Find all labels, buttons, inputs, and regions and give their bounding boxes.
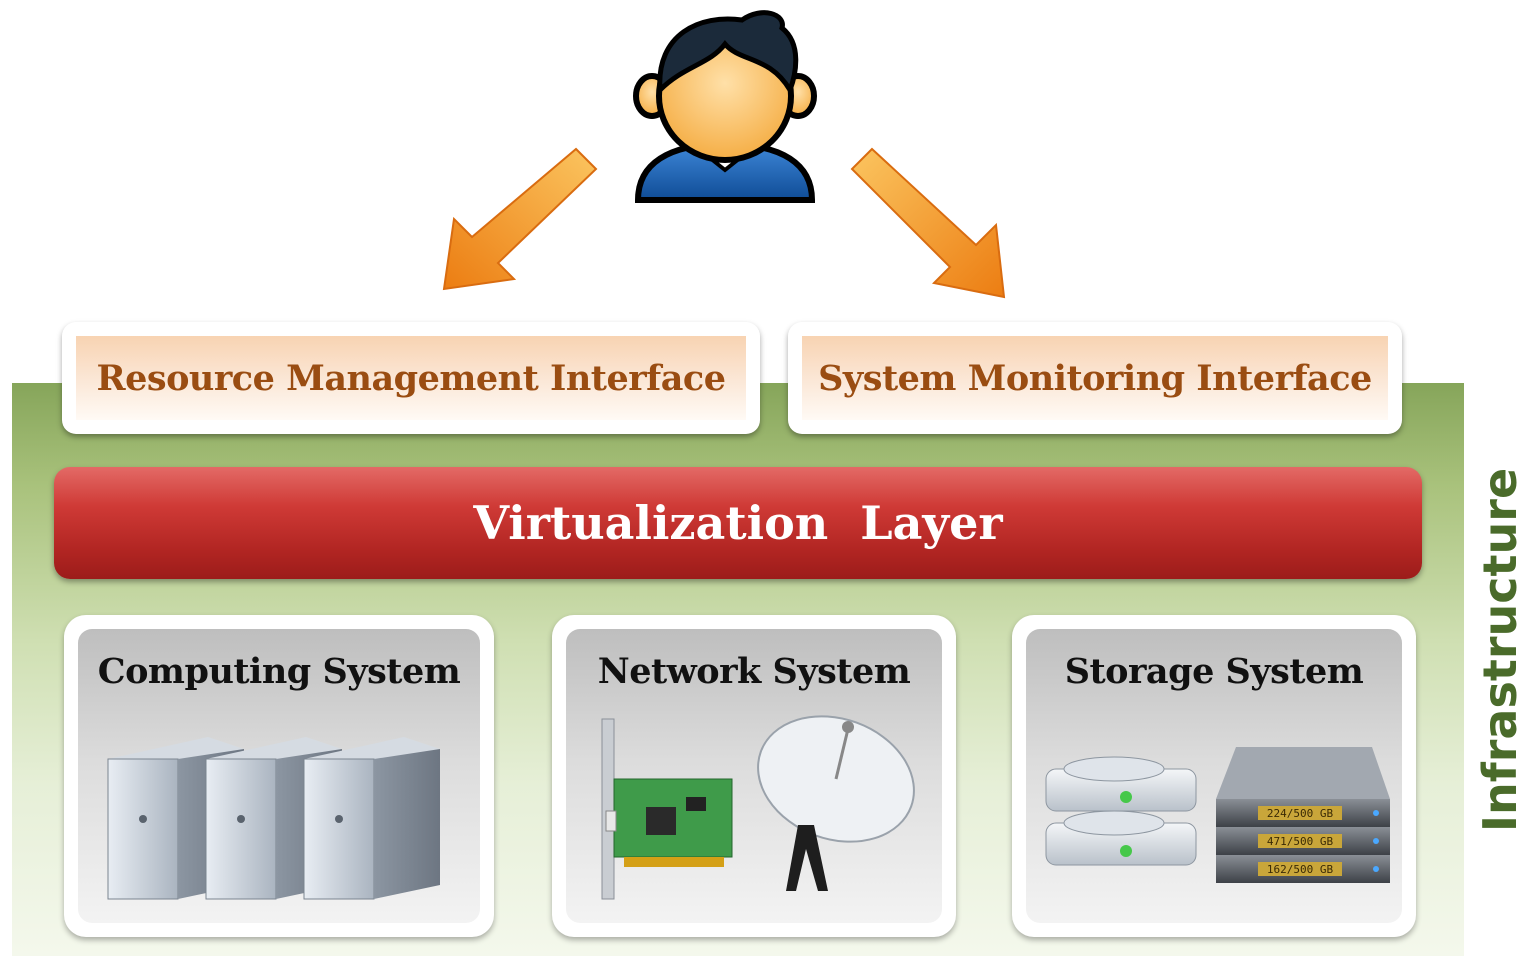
virtualization-layer: Virtualization Layer — [54, 467, 1422, 579]
network-system-label: Network System — [597, 651, 911, 692]
disk-readout: 224/500 GB — [1267, 807, 1334, 820]
disk-array-icon: 224/500 GB 471/500 GB 162/500 GB — [1216, 747, 1390, 883]
infrastructure-label: Infrastructure — [1473, 467, 1523, 833]
computing-system-label: Computing System — [97, 651, 461, 692]
arrow-down-left-icon — [442, 147, 598, 291]
storage-system-box: Storage System 22 — [1012, 615, 1416, 937]
storage-art: 224/500 GB 471/500 GB 162/500 GB — [1045, 747, 1390, 883]
computing-system-box: Computing System — [64, 615, 494, 937]
resource-management-label: Resource Management Interface — [96, 357, 726, 399]
server-tower-icon — [107, 737, 440, 900]
system-monitoring-interface: System Monitoring Interface — [788, 322, 1402, 434]
virtualization-layer-label: Virtualization Layer — [473, 496, 1003, 550]
satellite-dish-icon — [757, 715, 915, 891]
disk-readout: 162/500 GB — [1267, 863, 1334, 876]
system-monitoring-label: System Monitoring Interface — [818, 357, 1372, 399]
storage-system-label: Storage System — [1064, 651, 1364, 692]
disk-readout: 471/500 GB — [1267, 835, 1334, 848]
resource-management-interface: Resource Management Interface — [62, 322, 760, 434]
network-card-icon — [601, 718, 733, 900]
hard-drive-icon — [1045, 756, 1197, 866]
network-art — [601, 715, 915, 900]
arrow-down-right-icon — [850, 147, 1006, 299]
network-system-box: Network System — [552, 615, 956, 937]
user-icon — [633, 10, 817, 203]
